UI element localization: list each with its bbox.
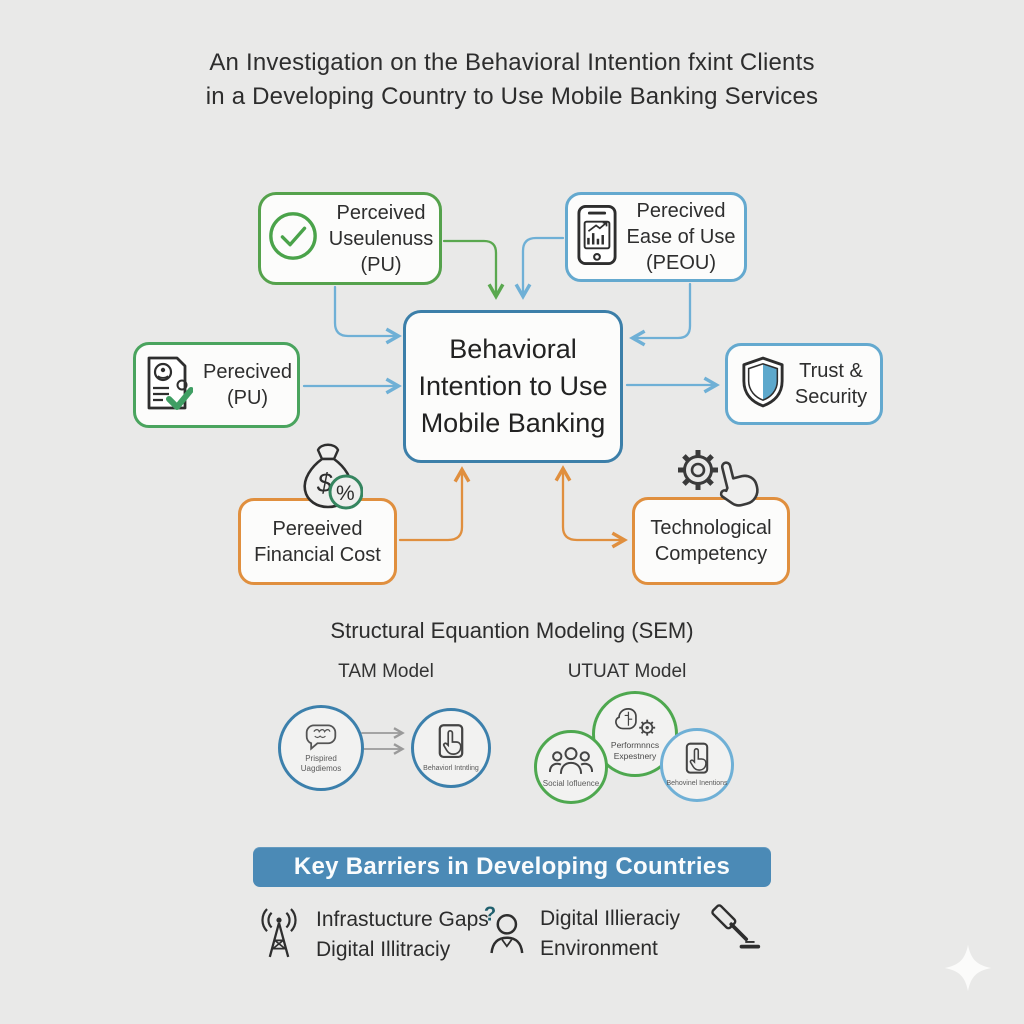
phone-chart-icon (576, 204, 617, 271)
box-label: (PEOU) (645, 252, 716, 274)
tam-node-perceived-usefulness: Prispired Uagdiemos (278, 705, 364, 791)
box-trust-security: Trust & Security (725, 343, 883, 425)
node-label: Performnncs (610, 739, 660, 750)
barrier-label: Environment (540, 936, 658, 960)
box-label: (PU) (226, 387, 269, 409)
document-check-icon (141, 354, 195, 417)
central-label: Mobile Banking (420, 408, 606, 438)
people-icon (548, 746, 594, 779)
check-circle-icon (267, 210, 319, 267)
box-label: Useulenuss (328, 227, 434, 250)
money-bag-icon: $ % (293, 440, 364, 521)
box-perceived-ease-of-use: Perecived Ease of Use (PEOU) (565, 192, 747, 282)
title-line-1: An Investigation on the Behavioral Inten… (209, 49, 815, 76)
sparkle-icon (943, 943, 993, 998)
brain-gear-icon (613, 707, 657, 740)
box-label: Perceived (336, 201, 426, 224)
gavel-icon (708, 903, 762, 958)
title-line-2: in a Developing Country to Use Mobile Ba… (205, 83, 819, 110)
box-label: Trust & (799, 360, 863, 382)
speech-brain-icon (304, 723, 338, 754)
box-behavioral-intention: Behavioral Intention to Use Mobile Banki… (403, 310, 623, 463)
box-label: Financial Cost (254, 543, 381, 566)
arrow-central-tech-double (554, 465, 628, 549)
node-label: Behaviorl Intntling (423, 765, 479, 772)
radio-tower-icon (256, 907, 302, 964)
barrier-label: Infrastucture Gaps (316, 908, 489, 931)
central-label: Behavioral (449, 334, 577, 364)
box-label: Competency (654, 543, 768, 565)
person-question-icon: ? (482, 903, 526, 964)
barrier-label: Digital Illieraciy (540, 906, 681, 930)
utaut-model-label: UTUAT Model (567, 661, 687, 682)
arrow-peou-to-central-right (629, 282, 692, 347)
central-label: Intention to Use (418, 371, 608, 401)
box-label: Ease of Use (626, 226, 736, 248)
arrow-peou-to-central-top (514, 236, 565, 300)
shield-icon (741, 356, 785, 413)
box-label: (PU) (360, 253, 402, 276)
page-title: An Investigation on the Behavioral Inten… (0, 46, 1024, 114)
node-label: Expestnery (613, 750, 657, 761)
box-financial-cost: Pereeived Financial Cost (238, 498, 397, 585)
phone-hand-icon (684, 742, 710, 779)
arrow-pu-to-central (442, 239, 505, 300)
percent-glyph: % (336, 482, 355, 505)
barrier-label: Digital Illitraciy (316, 938, 451, 961)
box-label: Perecived (636, 200, 726, 222)
node-label: Uagdiemos (300, 763, 342, 773)
sem-heading: Structural Equantion Modeling (SEM) (330, 618, 694, 643)
box-perceived-usefulness: Perceived Useulenuss (PU) (258, 192, 442, 285)
arrow-pu-bottom-to-central-left (333, 285, 402, 345)
utaut-node-behavioral-intention: Behovinel Inentions (660, 728, 734, 802)
barrier-item-infrastructure: Infrastucture Gaps Digital Illitraciy (256, 905, 489, 965)
key-barriers-banner: Key Barriers in Developing Countries (253, 847, 771, 887)
question-glyph: ? (484, 903, 496, 925)
node-label: Behovinel Inentions (666, 780, 728, 787)
gear-hand-icon (668, 442, 760, 533)
utaut-node-social-influence: Social Iofluence (534, 730, 608, 804)
phone-hand-icon (437, 723, 465, 764)
barrier-item-regulation (708, 903, 762, 958)
tam-node-behavioral-intention: Behaviorl Intntling (411, 708, 491, 788)
box-perceived-pu: Perecived (PU) (133, 342, 300, 428)
box-label: Technological (650, 517, 772, 539)
node-label: Social Iofluence (542, 778, 600, 788)
box-label: Pereeived (272, 517, 363, 540)
tam-model-label: TAM Model (338, 661, 434, 682)
box-label: Security (794, 386, 868, 408)
box-label: Perecived (203, 361, 292, 383)
barrier-item-digital-literacy: ? Digital Illieraciy Environment (482, 903, 680, 964)
node-label: Prispired (305, 753, 337, 763)
arrow-cost-to-central (398, 466, 471, 542)
box-tech-competency: Technological Competency (632, 497, 790, 585)
